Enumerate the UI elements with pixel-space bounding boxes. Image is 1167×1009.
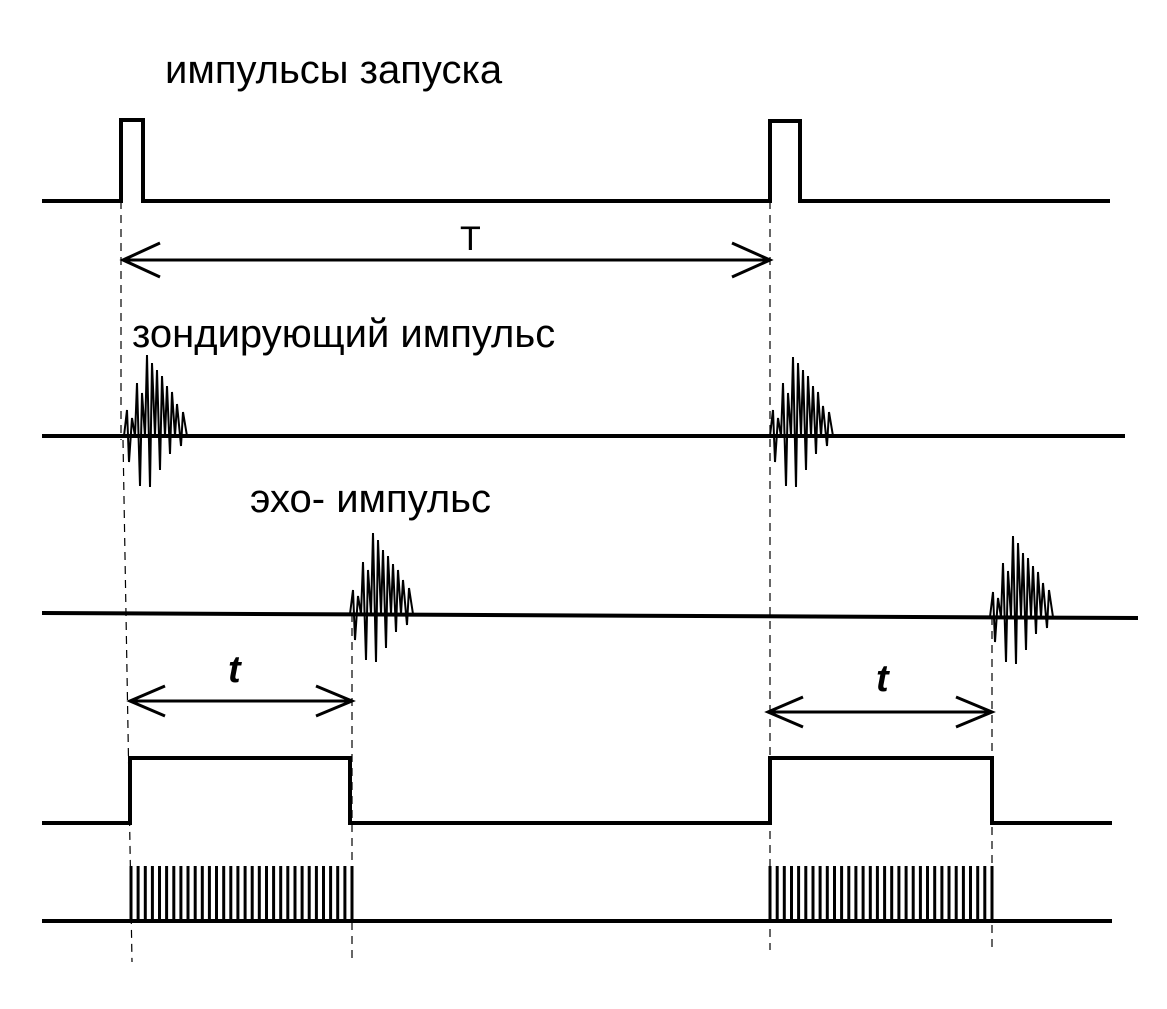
delay-arrow-1: [126, 684, 356, 718]
echo-burst-1: [349, 532, 414, 663]
echo-baseline: [41, 611, 1139, 620]
gate-pulse-waveform: [42, 756, 1112, 825]
probe-burst-1: [123, 354, 188, 488]
delay-label-2: t: [876, 658, 890, 700]
period-arrow: [119, 241, 774, 279]
delay-arrow-2: [764, 695, 996, 729]
echo-burst-2: [989, 535, 1054, 665]
delay-label-1: t: [228, 649, 242, 691]
echo-pulse-label: эхо- импульс: [250, 477, 491, 521]
probe-pulse-label: зондирующий импульс: [132, 312, 555, 356]
probe-burst-2: [769, 356, 834, 488]
period-label: T: [460, 220, 481, 258]
counter-pulse-packet-2: [768, 866, 994, 921]
timing-reference-lines: [120, 201, 993, 963]
trigger-pulse-waveform: [42, 118, 1110, 203]
counter-pulse-packet-1: [129, 866, 354, 921]
trigger-pulses-label: импульсы запуска: [165, 48, 503, 92]
